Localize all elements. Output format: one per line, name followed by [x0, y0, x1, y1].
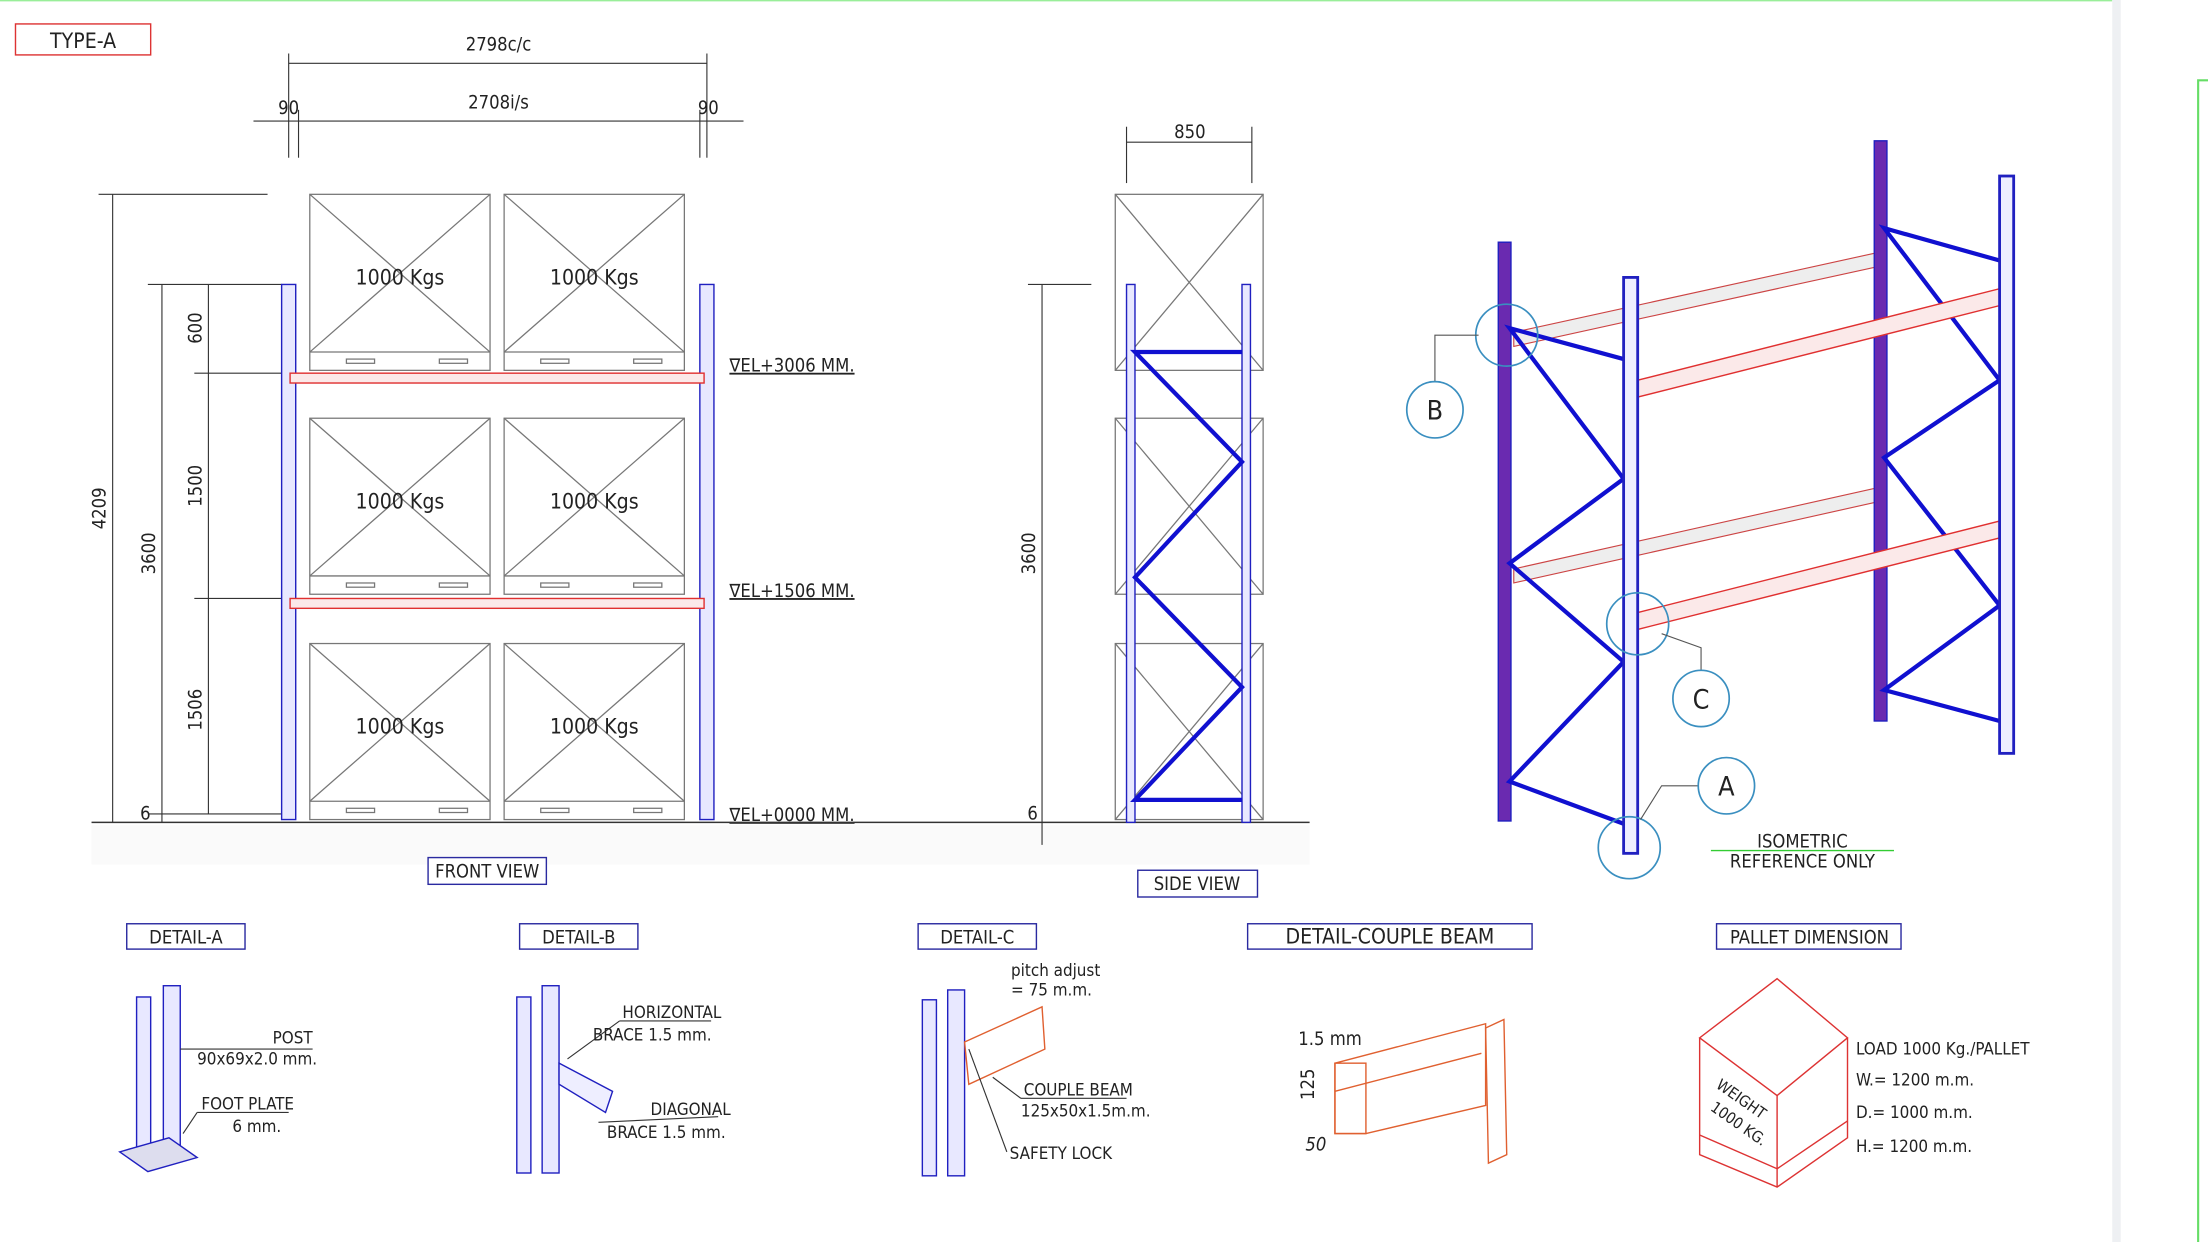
frame-bracing	[1129, 349, 1245, 802]
pallet-load-label: 1000 Kgs	[550, 714, 639, 739]
callout-b-label: B	[1427, 396, 1444, 427]
callout-a-label: A	[1718, 772, 1735, 803]
ground-hatch	[91, 825, 1310, 865]
center-dim-label: 2798c/c	[466, 35, 532, 56]
iso-left-bracing	[1504, 324, 1627, 826]
width-dimensions	[253, 53, 744, 158]
pallet-load-label: 1000 Kgs	[356, 714, 445, 739]
load-label: LOAD 1000 Kg./PALLET	[1856, 1039, 2030, 1059]
detail-couple-beam: DETAIL-COUPLE BEAM 1.5 mm 125 50	[1246, 923, 1533, 1165]
depth-label: 850	[1174, 122, 1205, 143]
level-label-ground: ∇EL+0000 MM.	[728, 805, 854, 826]
post-dim-left: 90	[278, 98, 299, 119]
base-offset-label: 6	[140, 804, 150, 825]
iso-upright-back-right	[1873, 140, 1888, 722]
couple-beam-size: 125x50x1.5m.m.	[1021, 1101, 1151, 1121]
iso-upright-front-right	[1998, 174, 2016, 755]
pallet-load: 1000 Kgs	[503, 417, 686, 595]
detail-a: DETAIL-A POST 90x69x2.0 mm. FOOT PLATE 6…	[118, 923, 317, 1173]
pallet-load: 1000 Kgs	[309, 417, 491, 595]
detail-c: DETAIL-C pitch adjust = 75 m.m. COUPLE B…	[917, 923, 1151, 1177]
horizontal-brace-size: BRACE 1.5 mm.	[593, 1025, 712, 1045]
thickness-label: 1.5 mm	[1298, 1029, 1361, 1050]
safety-lock-label: SAFETY LOCK	[1010, 1143, 1113, 1163]
callout-a	[1697, 756, 1756, 815]
side-upright-front	[1125, 283, 1136, 824]
pallet-load-label: 1000 Kgs	[356, 488, 445, 513]
diagonal-brace-label: DIAGONAL	[651, 1099, 732, 1119]
pallet-load: 1000 Kgs	[309, 642, 491, 821]
side-height-label: 3600	[1019, 532, 1040, 574]
side-upright-back	[1241, 283, 1252, 824]
pallet-load-label: 1000 Kgs	[356, 264, 445, 289]
isometric-view: B C A ISOMETRIC REFERENCE ONLY	[1405, 140, 2016, 880]
panel-divider	[2112, 0, 2121, 1242]
depth-value-label: D.= 1000 m.m.	[1856, 1102, 1973, 1122]
horizontal-brace-label: HORIZONTAL	[622, 1002, 721, 1022]
pallet-dimension-title: PALLET DIMENSION	[1730, 927, 1889, 948]
upper-beam	[289, 372, 705, 384]
post-label: POST	[273, 1027, 314, 1047]
beam-height-label: 125	[1298, 1069, 1319, 1100]
height-dimensions	[98, 193, 282, 823]
callout-c-label: C	[1693, 684, 1710, 715]
foot-plate-label: FOOT PLATE	[201, 1094, 294, 1114]
front-view-label: FRONT VIEW	[435, 861, 539, 882]
height-label: H.= 1200 m.m.	[1856, 1136, 1972, 1156]
detail-c-title: DETAIL-C	[940, 927, 1014, 948]
pallet-load-label: 1000 Kgs	[550, 488, 639, 513]
front-view: 2798c/c 2708i/s 90 90 4209 3600 600 1500…	[90, 35, 1310, 886]
post-dim-right: 90	[698, 98, 719, 119]
level-label-middle: ∇EL+1506 MM.	[728, 581, 854, 602]
iso-right-bracing	[1878, 224, 2003, 724]
pallets: 1000 Kgs 1000 Kgs 1000 Kgs 1000 Kgs 1000 Kgs…	[309, 193, 686, 821]
iso-upright-front-left	[1622, 276, 1640, 855]
title-block: TYPE-A	[14, 23, 152, 56]
pallet-load-label: 1000 Kgs	[550, 264, 639, 289]
callout-b	[1405, 380, 1464, 439]
detail-b: DETAIL-B HORIZONTAL BRACE 1.5 mm. DIAGON…	[516, 923, 732, 1174]
pallet-load: 1000 Kgs	[503, 642, 686, 821]
pallet-load: 1000 Kgs	[503, 193, 686, 371]
width-label: W.= 1200 m.m.	[1856, 1070, 1974, 1090]
couple-beam-title: DETAIL-COUPLE BEAM	[1285, 923, 1494, 948]
bottom-level-label: 1506	[185, 689, 206, 731]
pitch-adjust-label: pitch adjust	[1011, 960, 1100, 980]
couple-beam-label: COUPLE BEAM	[1024, 1080, 1133, 1100]
detail-b-title: DETAIL-B	[542, 927, 615, 948]
level-spacing-label: 1500	[185, 465, 206, 507]
side-view-label: SIDE VIEW	[1154, 874, 1240, 895]
isometric-label: ISOMETRIC	[1757, 832, 1848, 853]
side-panel-border	[2197, 79, 2208, 1242]
pitch-value-label: = 75 m.m.	[1011, 980, 1092, 1000]
pallet-load: 1000 Kgs	[309, 193, 491, 371]
left-upright	[280, 283, 297, 821]
side-base-offset-label: 6	[1027, 804, 1037, 825]
detail-a-title: DETAIL-A	[149, 927, 223, 948]
diagonal-brace-size: BRACE 1.5 mm.	[607, 1122, 726, 1142]
side-view: 850 3600 6 SIDE VIEW	[1019, 122, 1264, 898]
beam-width-label: 50	[1305, 1134, 1326, 1155]
title-label: TYPE-A	[49, 28, 116, 53]
front-view-label-box	[427, 856, 548, 886]
overall-height-label: 4209	[90, 487, 111, 529]
iso-upright-back-left	[1497, 241, 1512, 822]
right-upright	[699, 283, 715, 821]
detail-pallet: PALLET DIMENSION WEIGHT 1000 KG. LOAD 10…	[1698, 923, 2030, 1188]
frame-height-label: 3600	[139, 532, 160, 574]
reference-only-label: REFERENCE ONLY	[1730, 851, 1876, 872]
side-view-label-box	[1137, 869, 1259, 898]
callout-c	[1672, 669, 1731, 728]
inside-dim-label: 2708i/s	[468, 92, 529, 113]
middle-beam	[289, 597, 705, 610]
top-clearance-label: 600	[185, 312, 206, 343]
post-size-label: 90x69x2.0 mm.	[197, 1049, 317, 1069]
foot-plate-size-label: 6 mm.	[232, 1116, 281, 1136]
level-label-upper: ∇EL+3006 MM.	[728, 356, 854, 377]
